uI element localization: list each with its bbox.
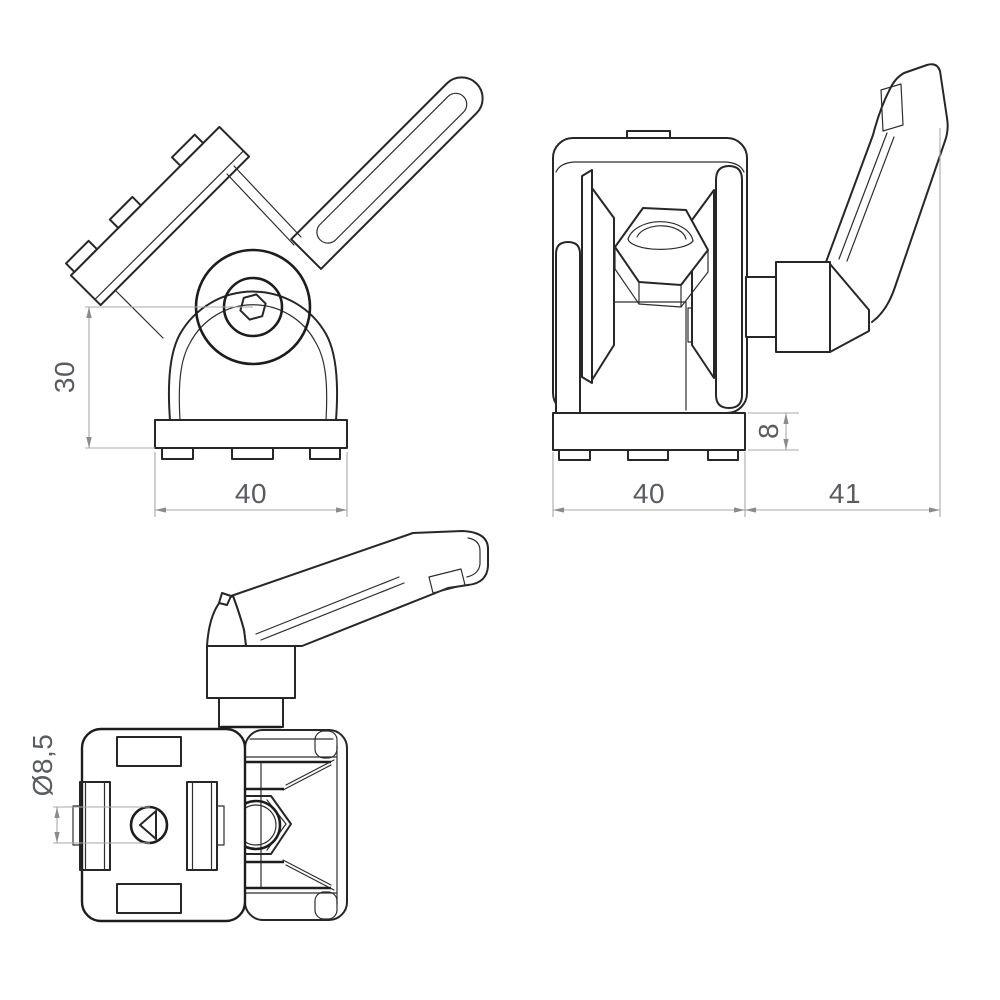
lever-collar <box>218 697 284 728</box>
clamp-lever-top <box>206 530 489 729</box>
lever-cone <box>829 263 870 353</box>
lever-blade <box>825 63 949 323</box>
corner-pocket <box>314 730 338 759</box>
base-foot <box>161 447 194 460</box>
left-wedge <box>591 187 615 381</box>
lever-tip-hole <box>880 83 904 132</box>
dim-label-40-side: 40 <box>633 478 665 509</box>
hex-socket <box>239 293 267 321</box>
base-foot <box>309 447 341 460</box>
lever-tip-hole-top <box>428 568 466 594</box>
dim-label-30: 30 <box>49 361 80 393</box>
base-plate-front <box>154 419 348 460</box>
front-view: 30 40 <box>49 76 484 517</box>
top-tab <box>626 130 671 139</box>
lever-hub <box>775 261 831 353</box>
dim-label-40-front: 40 <box>235 478 267 509</box>
corner-pocket <box>314 891 338 920</box>
left-jaw-plate <box>555 241 581 414</box>
base-foot <box>707 449 739 461</box>
pivot-body <box>167 248 339 421</box>
plate-slot <box>116 736 182 767</box>
plate-slot <box>116 883 182 914</box>
lever-beak <box>218 592 232 606</box>
right-rail <box>186 781 225 871</box>
right-wedge <box>691 189 715 379</box>
plate-tab <box>108 195 142 229</box>
left-rail <box>72 781 111 871</box>
plate-tab <box>65 239 98 273</box>
side-view: 8 40 41 <box>552 63 949 517</box>
nut-pocket-hex <box>245 795 292 855</box>
lever-shaft <box>745 276 777 338</box>
dimension-40-side: 40 <box>552 452 746 517</box>
mounting-plate-front <box>65 125 302 339</box>
dimension-41: 41 <box>745 128 941 517</box>
dimension-hole-diameter: Ø8,5 <box>27 734 150 844</box>
inner-plate <box>581 169 593 384</box>
right-jaw-plate <box>715 165 743 409</box>
hex-nut <box>614 207 709 308</box>
dimension-8: 8 <box>748 412 799 451</box>
base-foot <box>558 449 591 461</box>
plate-tab <box>171 133 205 167</box>
dim-label-hole-diameter: Ø8,5 <box>27 734 58 797</box>
lever-cone-top <box>206 595 247 647</box>
base-plate-side <box>552 412 746 461</box>
dimension-30: 30 <box>49 306 253 449</box>
base-foot <box>231 447 274 460</box>
clamp-lever-side <box>745 63 949 353</box>
top-body <box>230 729 348 921</box>
clamp-lever-front <box>290 76 484 270</box>
dim-label-41: 41 <box>829 478 861 509</box>
dim-label-8: 8 <box>753 423 784 439</box>
dimension-40-front: 40 <box>154 452 348 517</box>
top-view: Ø8,5 <box>27 530 489 923</box>
mounting-plate-top <box>72 727 247 923</box>
lever-hub-top <box>206 645 296 699</box>
base-foot <box>627 449 669 461</box>
